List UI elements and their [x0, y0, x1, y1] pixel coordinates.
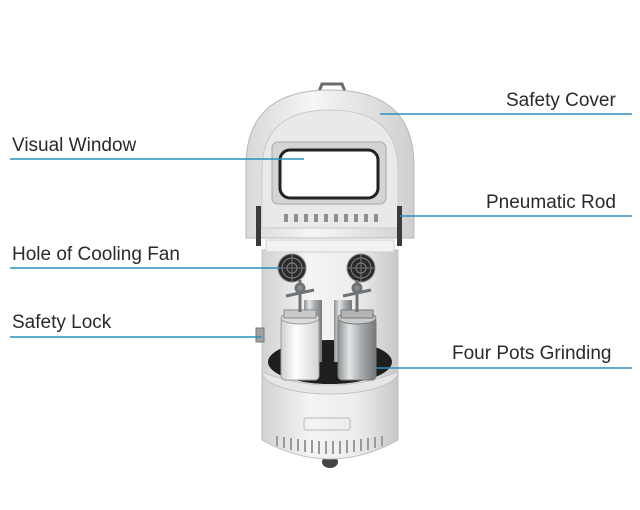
pneumatic-rods: [256, 206, 402, 246]
cooling-fan-right: [346, 253, 376, 283]
safety-lock-latch: [255, 327, 265, 343]
label-safety-cover: Safety Cover: [506, 90, 616, 111]
label-safety-lock: Safety Lock: [12, 312, 112, 333]
cover-vent-slots: [284, 214, 378, 222]
pot-clamps: [285, 280, 372, 312]
label-four-pots: Four Pots Grinding: [452, 343, 612, 364]
vent-slots: [276, 436, 383, 454]
label-pneumatic-rod: Pneumatic Rod: [486, 192, 616, 213]
cooling-fan-left: [277, 253, 307, 283]
leader-lines: [10, 113, 632, 369]
grinding-pot-front-right: [337, 309, 377, 381]
grinding-pot-front-left: [280, 309, 320, 381]
grinding-chamber: [255, 239, 399, 386]
label-cooling-fan-hole: Hole of Cooling Fan: [12, 244, 180, 265]
label-visual-window: Visual Window: [12, 135, 137, 156]
visual-window: [271, 141, 387, 205]
